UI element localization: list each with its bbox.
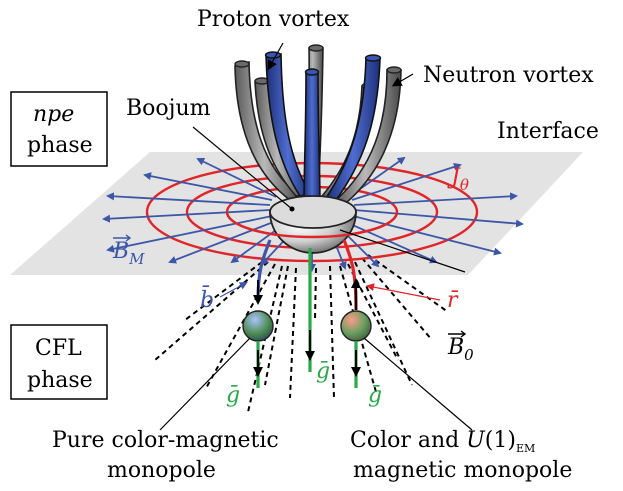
label-g-bar-center: ḡ xyxy=(316,359,330,384)
npe-phase-box xyxy=(10,91,108,167)
label-r-bar: r̄ xyxy=(447,288,459,313)
label-g-bar-left: ḡ xyxy=(226,383,240,408)
label-interface: Interface xyxy=(497,119,599,144)
label-npe-phase: phase xyxy=(27,133,93,158)
label-npe: npe xyxy=(33,102,74,127)
label-pure-monopole-1: Pure color-magnetic xyxy=(52,428,279,453)
label-cfl-phase: phase xyxy=(27,368,93,393)
cfl-phase-box xyxy=(10,324,108,400)
b-zero-vector-arrow xyxy=(448,330,467,338)
label-color-u1-1: Color and U(1)EM xyxy=(350,428,535,455)
label-boojum: Boojum xyxy=(126,96,211,121)
label-b-m: BM xyxy=(112,239,145,268)
field-arrows xyxy=(102,156,524,272)
b-m-vector-arrow xyxy=(113,234,132,242)
color-em-monopole xyxy=(340,310,372,342)
label-b-bar: b̄ xyxy=(200,285,214,313)
pure-color-monopole xyxy=(242,310,274,342)
dashed-field-lines xyxy=(154,254,449,413)
leader-lines xyxy=(159,42,473,431)
front-current-arc xyxy=(225,211,399,239)
boojum xyxy=(269,195,357,254)
label-j-theta: Jθ xyxy=(447,165,469,194)
label-cfl: CFL xyxy=(35,336,82,361)
label-color-u1-2: magnetic monopole xyxy=(353,458,572,483)
label-pure-monopole-2: monopole xyxy=(107,458,216,483)
label-g-bar-right: ḡ xyxy=(368,383,382,408)
label-b-zero: B0 xyxy=(447,335,474,364)
label-proton-vortex: Proton vortex xyxy=(197,7,350,32)
proton-vortices xyxy=(264,51,382,206)
label-neutron-vortex: Neutron vortex xyxy=(423,63,594,88)
